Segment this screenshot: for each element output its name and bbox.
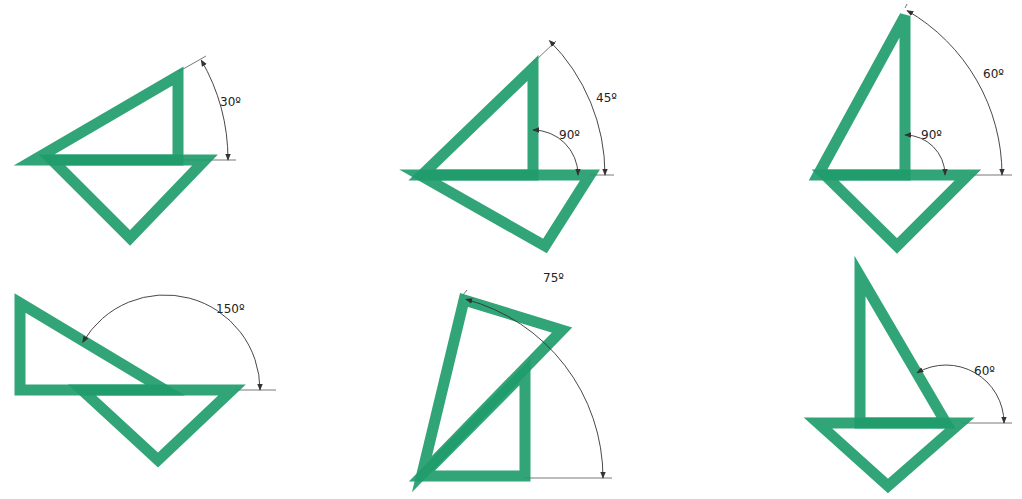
angle-label: 60º (974, 365, 995, 378)
angle-arc (466, 299, 603, 478)
angle-arc (549, 41, 605, 175)
angle-label: 60º (983, 68, 1004, 81)
angle-arcs (83, 11, 1004, 479)
angle-label: 75º (543, 272, 564, 285)
extension-lines (178, 4, 1012, 478)
angle-label: 45º (596, 92, 617, 105)
angle-label: 150º (216, 303, 245, 316)
angle-label: 90º (921, 129, 942, 142)
angle-arc (917, 365, 1004, 423)
angle-arc (201, 60, 228, 160)
angle-arc (83, 295, 260, 390)
set-squares (20, 16, 968, 486)
angle-arc (907, 11, 1002, 176)
angle-label: 30º (220, 96, 241, 109)
angle-label: 90º (559, 129, 580, 142)
